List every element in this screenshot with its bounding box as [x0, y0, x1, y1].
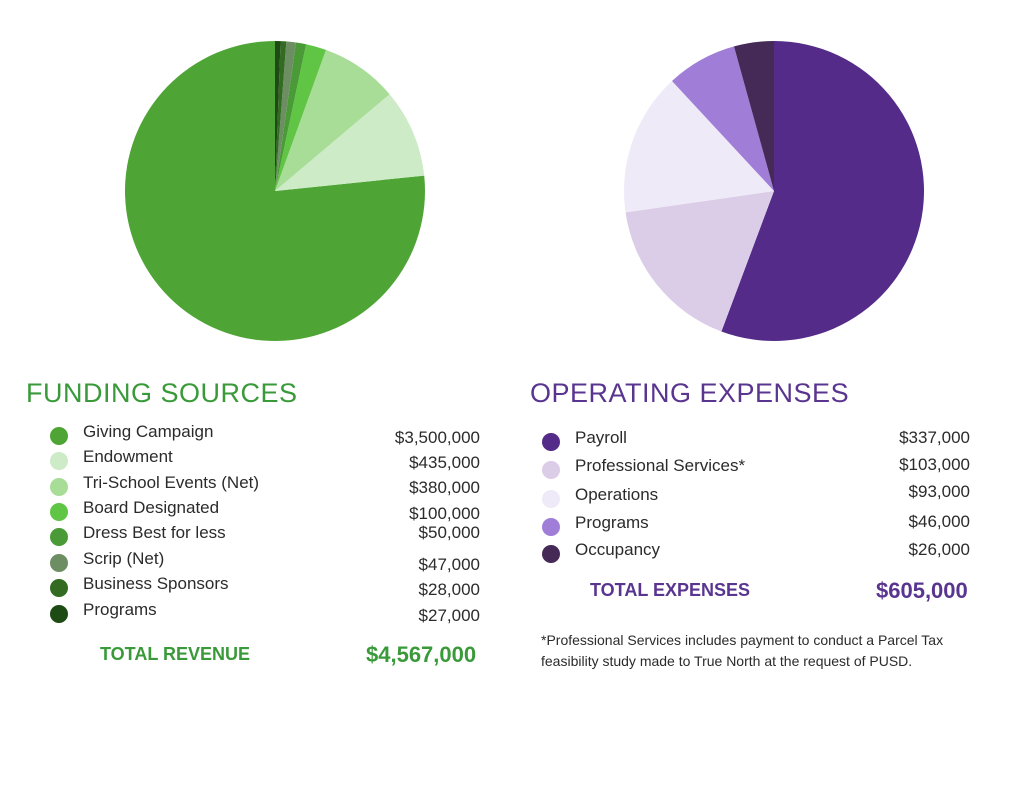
legend-swatch	[542, 461, 560, 479]
expense-slice-programs	[672, 46, 774, 191]
legend-swatch	[542, 545, 560, 563]
expense-legend-item-payroll: Payroll $337,000	[542, 428, 970, 454]
expenses-pie-chart	[624, 41, 924, 341]
legend-value: $93,000	[908, 482, 970, 501]
funding-slice-programs	[275, 41, 281, 191]
funding-legend-item-scrip-net: Scrip (Net) $47,000	[50, 549, 480, 575]
funding-sources-title: FUNDING SOURCES	[26, 378, 298, 408]
funding-slice-scrip-net	[275, 41, 296, 192]
legend-label: Dress Best for less	[83, 523, 226, 542]
legend-label: Occupancy	[575, 540, 661, 559]
legend-value: $103,000	[899, 455, 970, 474]
funding-legend-item-dress-best-for-less: Dress Best for less $50,000	[50, 523, 480, 549]
legend-value: $100,000	[409, 504, 480, 523]
funding-legend-item-board-designated: Board Designated $100,000	[50, 498, 480, 524]
legend-value: $26,000	[908, 540, 970, 559]
total-revenue-value: $4,567,000	[366, 642, 477, 667]
expense-legend-item-programs: Programs $46,000	[542, 512, 970, 539]
legend-value: $47,000	[418, 555, 480, 574]
funding-legend-item-giving-campaign: Giving Campaign $3,500,000	[50, 422, 480, 448]
legend-label: Programs	[83, 600, 157, 619]
legend-value: $380,000	[409, 478, 480, 497]
legend-swatch	[50, 605, 68, 623]
legend-label: Scrip (Net)	[83, 549, 165, 568]
funding-slice-board-designated	[275, 44, 326, 192]
expense-legend-item-operations: Operations $93,000	[542, 482, 970, 511]
expense-slice-operations	[624, 81, 774, 213]
expense-slice-professional-services	[625, 191, 774, 332]
legend-value: $337,000	[899, 428, 970, 447]
expense-legend-item-professional-services: Professional Services* $103,000	[542, 455, 970, 482]
legend-value: $50,000	[418, 523, 480, 542]
professional-services-footnote: *Professional Services includes payment …	[541, 632, 944, 669]
legend-swatch	[50, 478, 68, 496]
funding-slice-business-sponsors	[275, 41, 287, 192]
legend-swatch	[542, 433, 560, 451]
legend-swatch	[50, 503, 68, 521]
total-revenue-label: TOTAL REVENUE	[100, 644, 251, 664]
legend-label: Programs	[575, 513, 649, 532]
operating-expenses-title: OPERATING EXPENSES	[530, 378, 850, 408]
expense-legend-item-occupancy: Occupancy $26,000	[542, 540, 970, 566]
legend-label: Operations	[575, 485, 659, 504]
funding-pie-chart	[125, 41, 425, 341]
legend-swatch	[50, 579, 68, 597]
legend-value: $28,000	[418, 580, 480, 599]
legend-swatch	[50, 554, 68, 572]
legend-swatch	[542, 490, 560, 508]
funding-slice-endowment	[275, 94, 425, 191]
expense-slice-payroll	[721, 41, 924, 341]
legend-label: Giving Campaign	[83, 422, 214, 441]
legend-value: $46,000	[908, 512, 970, 531]
legend-label: Endowment	[83, 447, 173, 466]
total-expenses-value: $605,000	[876, 578, 968, 603]
legend-label: Professional Services*	[575, 456, 746, 475]
total-expenses-label: TOTAL EXPENSES	[590, 580, 751, 600]
legend-swatch	[50, 427, 68, 445]
legend-value: $435,000	[409, 453, 480, 472]
funding-slice-tri-school-events-net	[275, 49, 390, 192]
legend-swatch	[50, 528, 68, 546]
funding-legend-item-tri-school-events-net: Tri-School Events (Net) $380,000	[50, 473, 480, 499]
legend-label: Business Sponsors	[83, 574, 229, 593]
legend-swatch	[50, 452, 68, 470]
funding-slice-dress-best-for-less	[275, 42, 307, 192]
funding-legend-item-endowment: Endowment $435,000	[50, 447, 480, 473]
funding-legend-item-business-sponsors: Business Sponsors $28,000	[50, 574, 480, 600]
legend-label: Tri-School Events (Net)	[83, 473, 260, 492]
legend-label: Board Designated	[83, 498, 220, 517]
funding-legend-item-programs: Programs $27,000	[50, 600, 480, 626]
legend-value: $3,500,000	[394, 428, 480, 447]
legend-swatch	[542, 518, 560, 536]
expense-slice-occupancy	[733, 41, 774, 191]
legend-label: Payroll	[575, 428, 627, 447]
legend-value: $27,000	[418, 606, 480, 625]
